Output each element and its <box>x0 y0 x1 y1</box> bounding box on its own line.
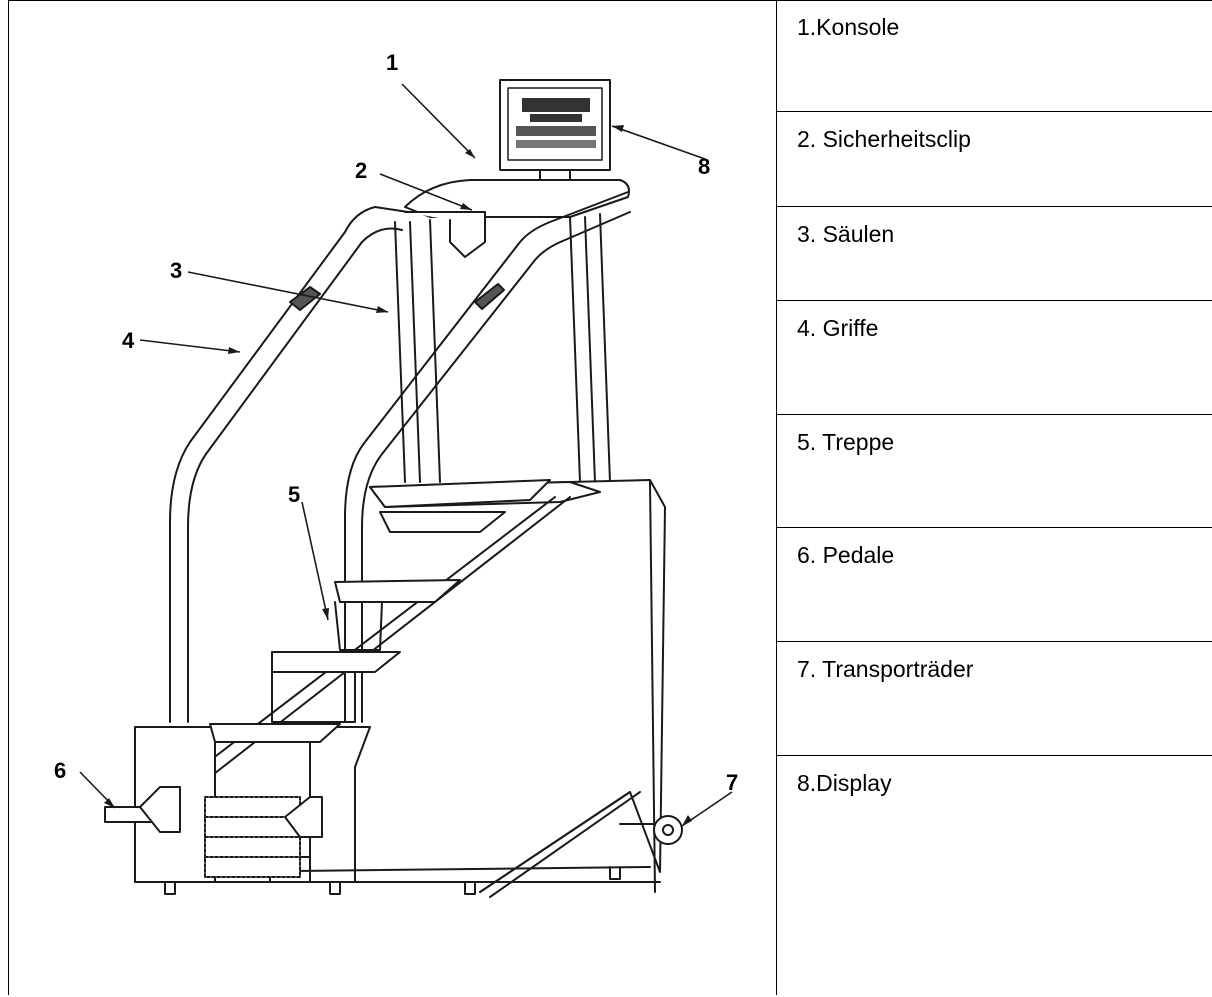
callout-number-6: 6 <box>54 758 66 783</box>
transport-wheel-illustration <box>619 815 683 845</box>
legend-item-stairs: 5. Treppe <box>777 415 1212 528</box>
stairs-illustration <box>209 479 551 883</box>
console-illustration <box>499 79 611 181</box>
callout-number-5: 5 <box>288 482 300 507</box>
legend-item-pedals: 6. Pedale <box>777 528 1212 642</box>
handrail-right-illustration <box>344 191 631 723</box>
callout-number-8: 8 <box>698 154 710 179</box>
table-left-border <box>8 0 9 995</box>
legend-item-transport-wheels: 7. Transporträder <box>777 642 1212 756</box>
handrail-left-illustration <box>169 206 409 723</box>
document-table <box>8 0 1212 995</box>
callout-number-7: 7 <box>726 770 738 795</box>
columns-illustration <box>394 213 611 483</box>
callout-number-1: 1 <box>386 50 398 75</box>
table-column-divider <box>776 0 777 995</box>
legend-item-columns: 3. Säulen <box>777 207 1212 301</box>
callout-number-4: 4 <box>122 328 135 353</box>
callout-number-3: 3 <box>170 258 182 283</box>
callout-number-2: 2 <box>355 158 367 183</box>
legend-item-display: 8.Display <box>797 770 892 796</box>
stair-climber-diagram: 1 2 3 4 5 6 7 8 <box>10 2 774 992</box>
legend-item-console: 1.Konsole <box>777 0 1212 112</box>
legend-item-safety-clip: 2. Sicherheitsclip <box>777 112 1212 207</box>
parts-legend: 1.Konsole 2. Sicherheitsclip 3. Säulen 4… <box>777 0 1212 995</box>
pedals-illustration <box>104 786 323 878</box>
legend-item-handles: 4. Griffe <box>777 301 1212 415</box>
